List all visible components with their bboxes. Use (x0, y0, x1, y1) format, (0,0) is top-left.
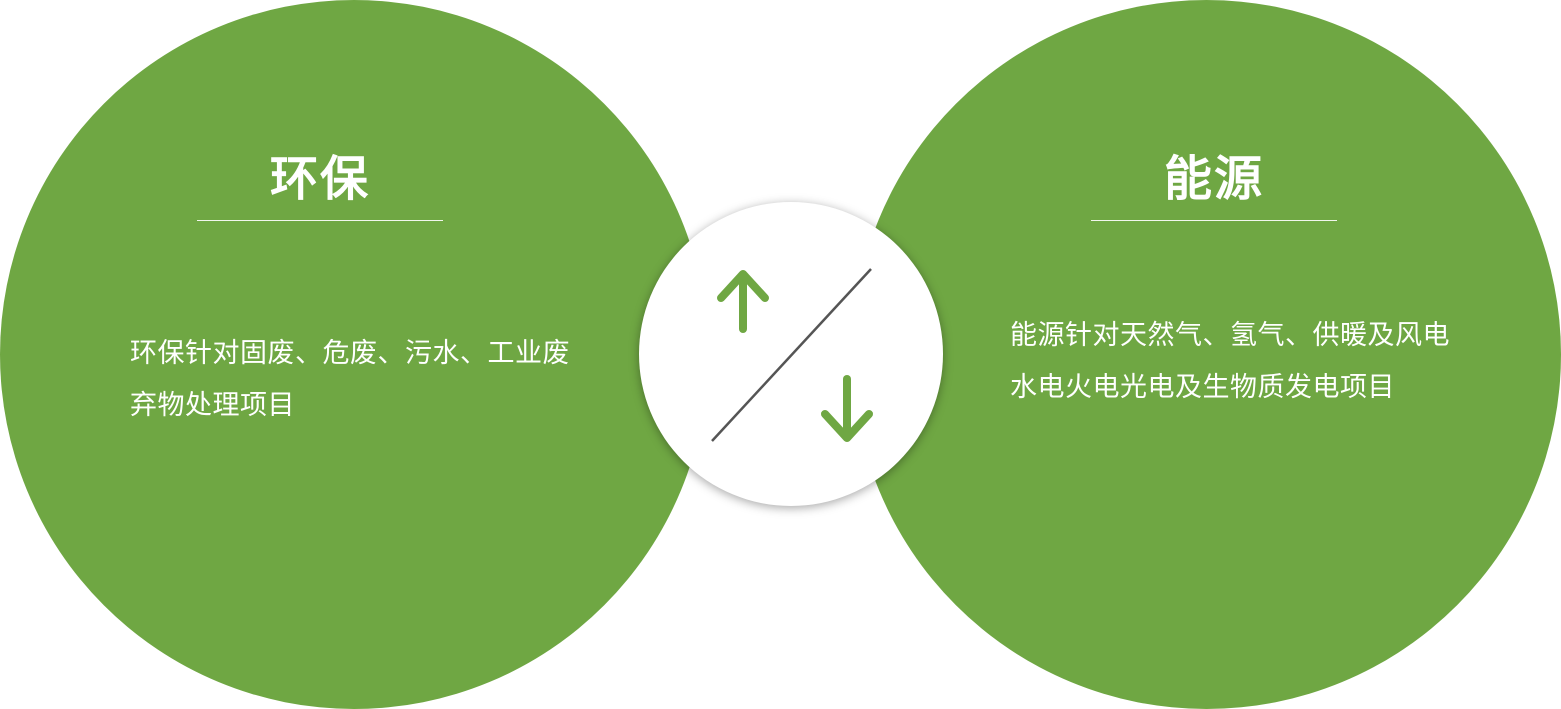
arrow-down-icon (821, 375, 873, 442)
environment-description: 环保针对固废、危废、污水、工业废 弃物处理项目 (130, 328, 600, 432)
energy-title-divider (1091, 220, 1337, 221)
energy-circle (852, 0, 1561, 709)
energy-title: 能源 (1163, 151, 1264, 207)
arrow-up-icon (717, 270, 769, 333)
diagonal-divider (711, 268, 872, 442)
exchange-graphic (711, 268, 873, 442)
environment-description-line: 弃物处理项目 (130, 390, 295, 421)
energy-description-line: 水电火电光电及生物质发电项目 (1010, 372, 1395, 403)
environment-title: 环保 (269, 151, 370, 207)
environment-circle (0, 0, 708, 709)
energy-description-line: 能源针对天然气、氢气、供暖及风电 (1010, 320, 1450, 351)
exchange-badge (639, 202, 943, 506)
environment-title-divider (197, 220, 443, 221)
energy-description: 能源针对天然气、氢气、供暖及风电 水电火电光电及生物质发电项目 (1010, 310, 1480, 414)
environment-description-line: 环保针对固废、危废、污水、工业废 (130, 338, 570, 369)
